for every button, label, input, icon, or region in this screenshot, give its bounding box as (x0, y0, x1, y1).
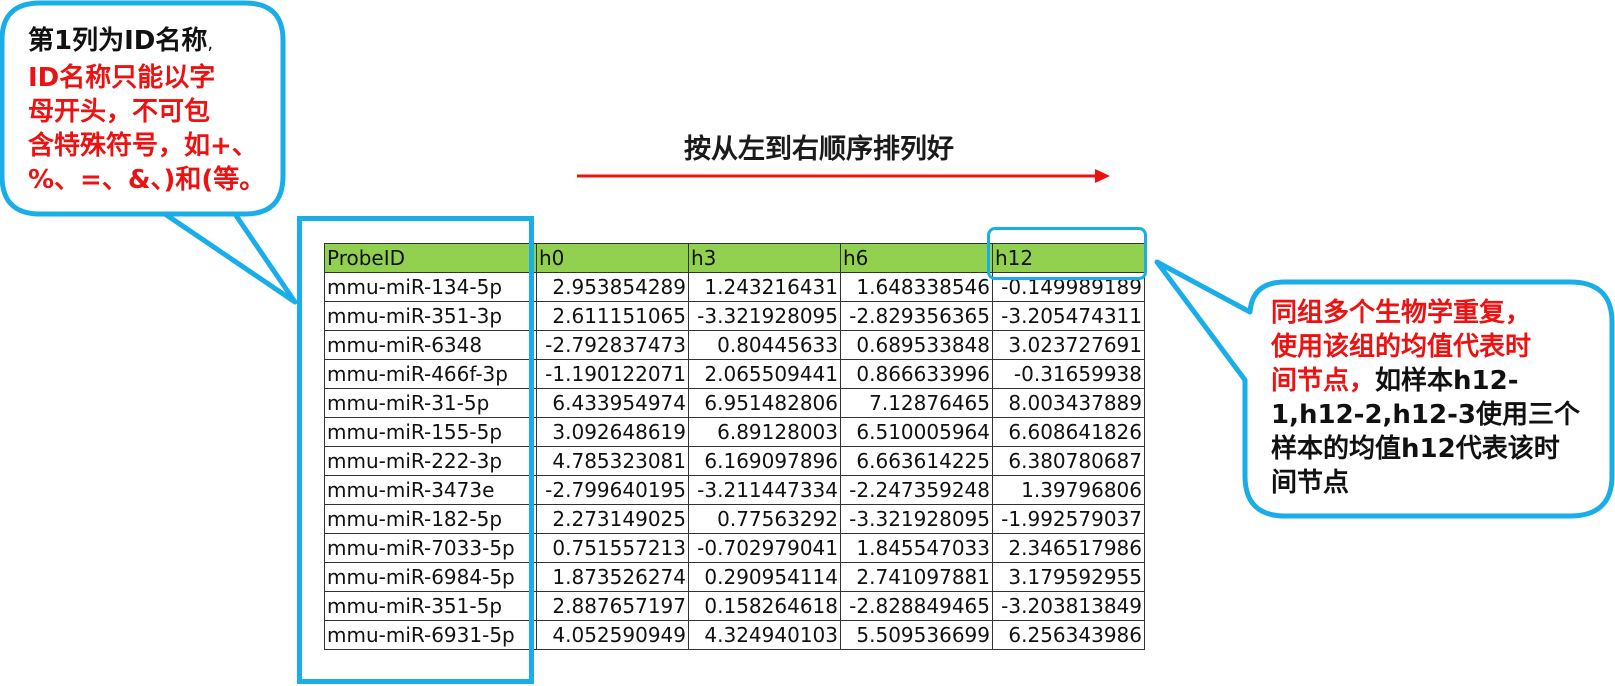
value-cell-h0: -1.190122071 (536, 359, 689, 389)
value-cell-h3: 0.158264618 (688, 591, 841, 621)
value-cell-h0: 4.785323081 (536, 446, 689, 476)
right-note-line1: 同组多个生物学重复， (1271, 298, 1532, 328)
value-cell-h0: 4.052590949 (536, 620, 689, 650)
header-probeid: ProbeID (324, 243, 537, 273)
probe-id-cell: mmu-miR-7033-5p (324, 533, 537, 563)
value-cell-h6: 6.663614225 (840, 446, 993, 476)
value-cell-h3: 6.89128003 (688, 417, 841, 447)
probe-id-cell: mmu-miR-6931-5p (324, 620, 537, 650)
value-cell-h0: -2.799640195 (536, 475, 689, 505)
value-cell-h12: 1.39796806 (992, 475, 1145, 505)
order-arrow-head (1095, 169, 1110, 183)
value-cell-h3: -0.702979041 (688, 533, 841, 563)
value-cell-h3: 0.290954114 (688, 562, 841, 592)
value-cell-h0: 1.873526274 (536, 562, 689, 592)
value-cell-h6: -2.829356365 (840, 301, 993, 331)
value-cell-h12: 3.023727691 (992, 330, 1145, 360)
left-note-line1: 第1列为ID名称 (28, 26, 208, 56)
value-cell-h3: 1.243216431 (688, 272, 841, 302)
left-note-line2: ID名称只能以字 (28, 63, 216, 93)
table-row: mmu-miR-3473e-2.799640195-3.211447334-2.… (324, 475, 1145, 505)
value-cell-h6: 1.845547033 (840, 533, 993, 563)
value-cell-h3: 2.065509441 (688, 359, 841, 389)
value-cell-h0: 2.887657197 (536, 591, 689, 621)
value-cell-h12: 6.380780687 (992, 446, 1145, 476)
value-cell-h3: -3.211447334 (688, 475, 841, 505)
probe-id-cell: mmu-miR-6984-5p (324, 562, 537, 592)
value-cell-h12: -1.992579037 (992, 504, 1145, 534)
value-cell-h0: 2.273149025 (536, 504, 689, 534)
value-cell-h6: 0.689533848 (840, 330, 993, 360)
probe-id-cell: mmu-miR-351-5p (324, 591, 537, 621)
value-cell-h0: -2.792837473 (536, 330, 689, 360)
value-cell-h6: 7.12876465 (840, 388, 993, 418)
id-column-highlight (297, 216, 534, 684)
header-h12: h12 (992, 243, 1145, 273)
value-cell-h6: -2.828849465 (840, 591, 993, 621)
right-note-line4: 1,h12-2,h12-3使用三个 (1271, 400, 1580, 430)
left-note-line5: %、=、&、)和(等。 (28, 165, 266, 195)
value-cell-h12: 8.003437889 (992, 388, 1145, 418)
right-note-line5: 样本的均值h12代表该时 (1271, 434, 1560, 464)
header-h0: h0 (536, 243, 689, 273)
value-cell-h6: -3.321928095 (840, 504, 993, 534)
value-cell-h6: 0.866633996 (840, 359, 993, 389)
value-cell-h6: 2.741097881 (840, 562, 993, 592)
left-note: 第1列为ID名称, ID名称只能以字 母开头，不可包 含特殊符号，如+、 %、=… (28, 24, 265, 197)
value-cell-h3: 4.324940103 (688, 620, 841, 650)
arrow-label: 按从左到右顺序排列好 (684, 134, 954, 165)
value-cell-h0: 0.751557213 (536, 533, 689, 563)
value-cell-h6: 5.509536699 (840, 620, 993, 650)
header-h3: h3 (688, 243, 841, 273)
probe-id-cell: mmu-miR-31-5p (324, 388, 537, 418)
value-cell-h12: -3.203813849 (992, 591, 1145, 621)
value-cell-h0: 6.433954974 (536, 388, 689, 418)
value-cell-h6: -2.247359248 (840, 475, 993, 505)
table-header-row: ProbeID h0 h3 h6 h12 (324, 243, 1145, 273)
h12-header-highlight (987, 227, 1147, 280)
probe-id-cell: mmu-miR-3473e (324, 475, 537, 505)
value-cell-h0: 2.953854289 (536, 272, 689, 302)
right-note-line6: 间节点 (1271, 468, 1350, 498)
probe-id-cell: mmu-miR-222-3p (324, 446, 537, 476)
probe-id-cell: mmu-miR-155-5p (324, 417, 537, 447)
value-cell-h6: 1.648338546 (840, 272, 993, 302)
right-note-line3-black: 如样本h12- (1375, 366, 1519, 396)
value-cell-h12: -3.205474311 (992, 301, 1145, 331)
right-note-line2: 使用该组的均值代表时 (1271, 332, 1532, 362)
value-cell-h3: -3.321928095 (688, 301, 841, 331)
value-cell-h12: 6.608641826 (992, 417, 1145, 447)
probe-id-cell: mmu-miR-134-5p (324, 272, 537, 302)
left-note-line4: 含特殊符号，如+、 (28, 131, 258, 161)
value-cell-h0: 2.611151065 (536, 301, 689, 331)
value-cell-h12: 3.179592955 (992, 562, 1145, 592)
value-cell-h3: 6.951482806 (688, 388, 841, 418)
value-cell-h12: 6.256343986 (992, 620, 1145, 650)
value-cell-h12: 2.346517986 (992, 533, 1145, 563)
left-note-line3: 母开头，不可包 (28, 97, 211, 127)
value-cell-h12: -0.31659938 (992, 359, 1145, 389)
value-cell-h0: 3.092648619 (536, 417, 689, 447)
value-cell-h3: 6.169097896 (688, 446, 841, 476)
value-cell-h3: 0.80445633 (688, 330, 841, 360)
right-note-line3-red: 间节点， (1271, 366, 1376, 396)
header-h6: h6 (840, 243, 993, 273)
left-note-separator: , (207, 33, 214, 54)
value-cell-h3: 0.77563292 (688, 504, 841, 534)
probe-id-cell: mmu-miR-466f-3p (324, 359, 537, 389)
right-note: 同组多个生物学重复， 使用该组的均值代表时 间节点，如样本h12- 1,h12-… (1271, 296, 1580, 500)
value-cell-h6: 6.510005964 (840, 417, 993, 447)
